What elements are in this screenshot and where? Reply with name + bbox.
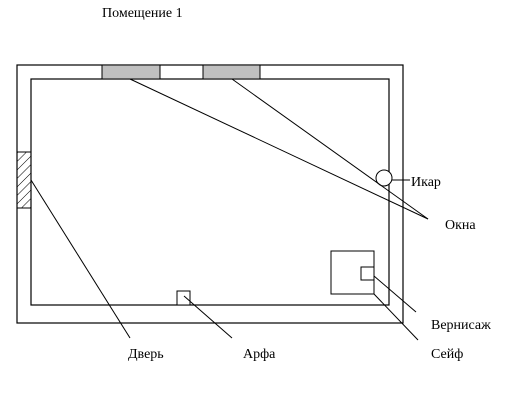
label-ikar: Икар	[411, 175, 441, 190]
vernisazh-sensor	[360, 266, 375, 281]
leader-okna-left	[129, 78, 429, 220]
arfa-sensor	[176, 290, 191, 306]
window-right	[202, 64, 261, 80]
label-dver: Дверь	[128, 347, 164, 362]
leader-dver	[30, 179, 131, 339]
leader-arfa	[183, 295, 233, 339]
leader-seif	[373, 293, 419, 341]
window-left	[101, 64, 161, 80]
diagram-title: Помещение 1	[102, 6, 183, 21]
label-arfa: Арфа	[243, 347, 276, 362]
label-seif: Сейф	[431, 347, 463, 362]
leader-okna-right	[231, 78, 429, 220]
label-vernisazh: Вернисаж	[431, 318, 491, 333]
ikar-sensor	[375, 169, 393, 187]
leader-vernisazh	[373, 275, 417, 313]
label-okna: Окна	[445, 218, 476, 233]
door	[16, 151, 32, 209]
